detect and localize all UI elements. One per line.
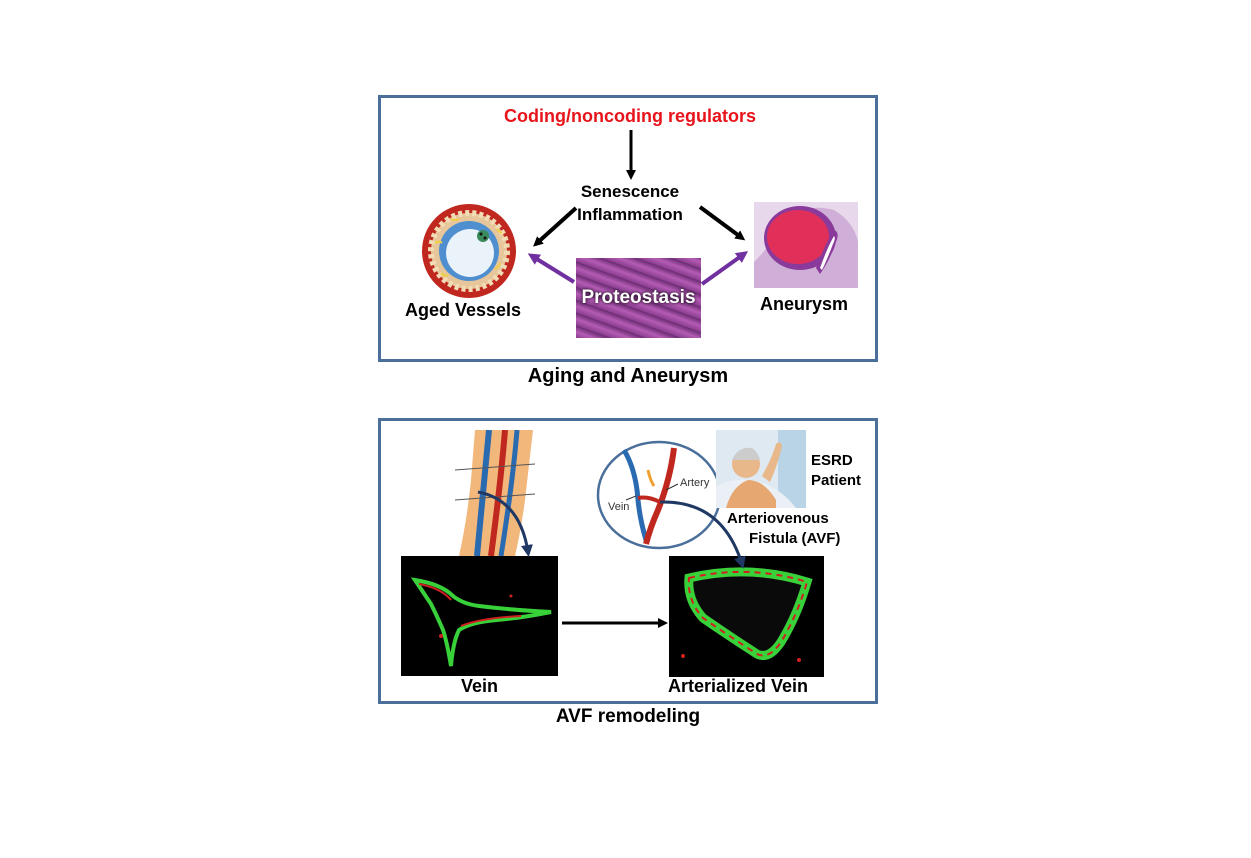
aged-vessel-image	[422, 204, 516, 298]
senescence-label: Senescence	[580, 182, 680, 201]
fistula-label: Fistula (AVF)	[749, 530, 841, 547]
aneurysm-image	[754, 202, 858, 288]
arm-to-vein-arrow	[477, 490, 533, 557]
patient-label: Patient	[811, 472, 862, 489]
aged-vessels-label: Aged Vessels	[405, 300, 522, 320]
avf-circle-diagram	[596, 440, 722, 550]
vein-small-label: Vein	[608, 501, 630, 513]
vein-micrograph	[401, 556, 558, 676]
senescence-to-aneurysm-arrow	[698, 205, 746, 241]
esrd-label: ESRD	[811, 452, 853, 469]
regulators-label: Coding/noncoding regulators	[504, 106, 756, 126]
aneurysm-label: Aneurysm	[760, 294, 849, 314]
avf-remodeling-caption: AVF remodeling	[555, 706, 701, 727]
arterialized-vein-label: Arterialized Vein	[668, 676, 809, 696]
avf-to-arterialized-vein-arrow	[659, 500, 746, 569]
artery-small-label: Artery	[680, 477, 710, 489]
proteostasis-label: Proteostasis	[581, 287, 696, 308]
esrd-patient-photo	[716, 430, 806, 508]
vein-label: Vein	[461, 676, 499, 696]
proteostasis-to-aged-vessels-arrow	[527, 253, 576, 284]
proteostasis-image	[576, 258, 701, 338]
proteostasis-to-aneurysm-arrow	[700, 251, 749, 286]
aging-aneurysm-caption: Aging and Aneurysm	[527, 365, 729, 387]
arterialized-vein-micrograph	[669, 556, 824, 677]
arm-illustration	[455, 430, 535, 556]
senescence-to-aged-vessels-arrow	[533, 206, 578, 247]
inflammation-label: Inflammation	[577, 205, 683, 224]
arteriovenous-label: Arteriovenous	[727, 510, 829, 527]
